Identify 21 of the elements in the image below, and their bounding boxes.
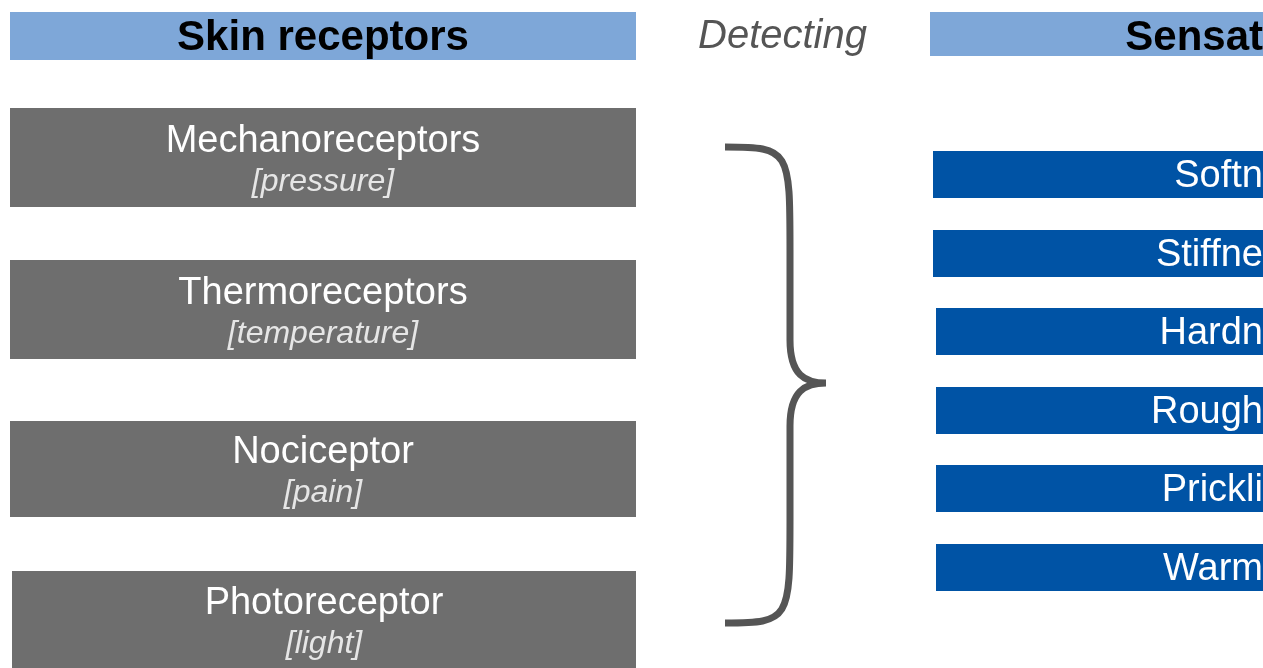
column-header: Sensat	[930, 12, 1263, 56]
receptor-box	[12, 571, 636, 668]
stimulus-text: [pain]	[283, 472, 363, 510]
receptor-name: Nociceptor	[232, 428, 414, 472]
column-header: Skin receptors	[10, 12, 636, 60]
receptor-name: Mechanoreceptors	[165, 116, 481, 161]
sensation-bar: Rough	[936, 387, 1263, 434]
sensation-bar: Softn	[933, 151, 1263, 198]
receptor-box	[10, 260, 636, 359]
receptor-name: Thermoreceptors	[178, 268, 468, 313]
stimulus-text: [pressure]	[251, 160, 395, 199]
receptor-box	[10, 108, 636, 207]
sensation-bar: Warm	[936, 544, 1263, 591]
sensation-bar: Prickli	[936, 465, 1263, 512]
stimulus-text: [temperature]	[227, 312, 419, 351]
stimulus-text: [light]	[285, 622, 363, 661]
receptor-box	[10, 421, 636, 517]
sensation-bar: Stiffne	[933, 230, 1263, 277]
arrow-caption: Detecting	[698, 12, 867, 57]
sensation-bar: Hardn	[936, 308, 1263, 355]
receptor-name: Photoreceptor	[204, 578, 444, 623]
